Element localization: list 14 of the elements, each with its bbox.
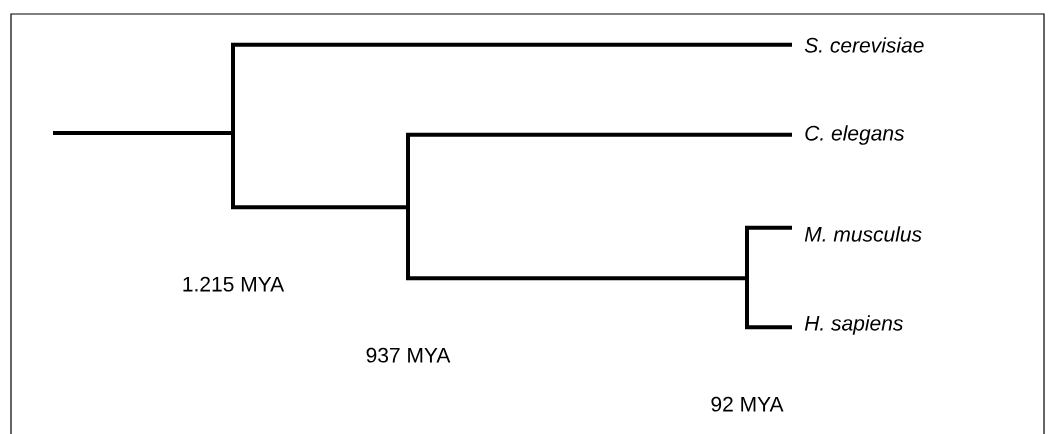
- age-label: 1.215 MYA: [183, 276, 285, 292]
- species-label: C. elegans: [805, 125, 905, 145]
- species-label: M. musculus: [804, 226, 922, 242]
- branch-line: [745, 225, 792, 230]
- branch-line: [53, 131, 233, 135]
- age-label: 937 MYA: [366, 347, 451, 363]
- species-label: S. cerevisiae: [804, 37, 924, 53]
- branch-line: [406, 276, 747, 281]
- branch-line: [231, 205, 408, 210]
- species-label: H. sapiens: [804, 315, 903, 335]
- branch-line: [745, 325, 792, 330]
- branch-line: [231, 42, 792, 47]
- branch-line: [406, 132, 792, 137]
- age-label: 92 MYA: [711, 396, 784, 412]
